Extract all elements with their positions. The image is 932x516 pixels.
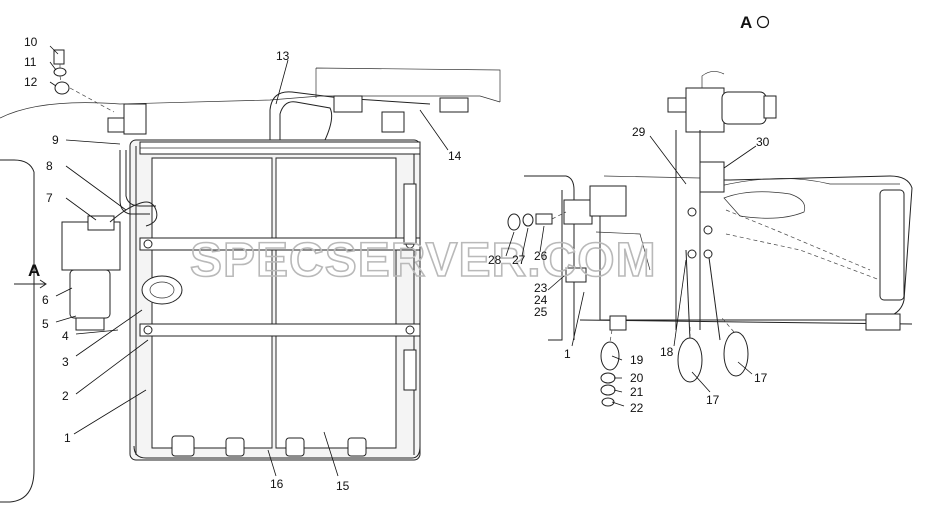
callout-13: 13: [276, 49, 290, 63]
callout-4: 4: [62, 329, 69, 343]
callout-26: 26: [534, 249, 548, 263]
callout-3: 3: [62, 355, 69, 369]
callout-17-right: 17: [754, 371, 768, 385]
callout-25: 25: [534, 305, 548, 319]
callout-17-left: 17: [706, 393, 720, 407]
callout-27: 27: [512, 253, 526, 267]
leader-lines: [49, 45, 757, 477]
callout-10: 10: [24, 35, 38, 49]
watermark-text: SPECSERVER.COM: [190, 234, 657, 287]
callout-9: 9: [52, 133, 59, 147]
callout-14: 14: [448, 149, 462, 163]
view-a-marker-icon: [756, 15, 770, 29]
callout-6: 6: [42, 293, 49, 307]
callout-23: 23: [534, 281, 548, 295]
callout-1-right: 1: [564, 347, 571, 361]
callout-11: 11: [24, 55, 37, 69]
main-assembly-view: [0, 49, 501, 503]
callout-labels: 10 11 12 13 9 8 7 6 5 4 3 2 1 14 16 15 2…: [24, 35, 770, 493]
view-labels: A A: [14, 13, 770, 289]
callout-7: 7: [46, 191, 53, 205]
callout-21: 21: [630, 385, 644, 399]
callout-18: 18: [660, 345, 674, 359]
callout-30: 30: [756, 135, 770, 149]
callout-22: 22: [630, 401, 644, 415]
view-a-title: A: [740, 13, 752, 32]
callout-15: 15: [336, 479, 350, 493]
callout-20: 20: [630, 371, 644, 385]
callout-24: 24: [534, 293, 548, 307]
detail-view-a: [507, 71, 913, 407]
callout-8: 8: [46, 159, 53, 173]
callout-1-left: 1: [64, 431, 71, 445]
callout-28: 28: [488, 253, 502, 267]
callout-2: 2: [62, 389, 69, 403]
callout-5: 5: [42, 317, 49, 331]
callout-12: 12: [24, 75, 38, 89]
callout-16: 16: [270, 477, 284, 491]
section-arrow-label: A: [28, 261, 40, 280]
section-arrow-icon: [14, 279, 47, 289]
callout-19: 19: [630, 353, 644, 367]
callout-29: 29: [632, 125, 646, 139]
